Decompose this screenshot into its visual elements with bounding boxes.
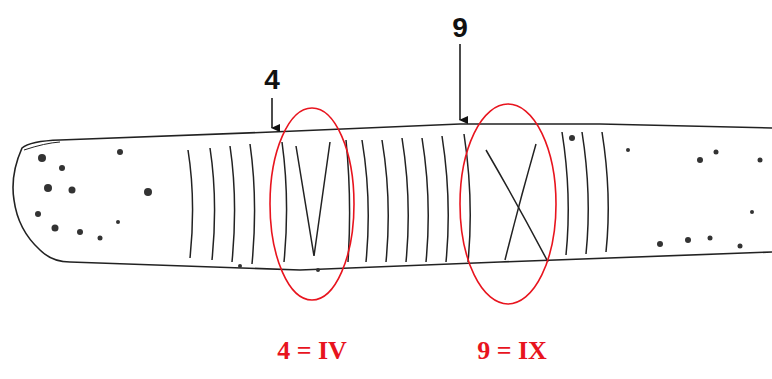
numeral-equation: 9 = IX xyxy=(477,338,547,364)
numeral-equation: 4 = IV xyxy=(277,338,347,364)
tally-notches xyxy=(188,132,608,264)
highlight-ellipse xyxy=(460,104,556,304)
pointer-arrow xyxy=(459,44,461,120)
pointer-arrow xyxy=(271,98,273,128)
callout-number: 4 xyxy=(264,66,280,94)
highlight-ellipse xyxy=(270,108,354,300)
bone-outline xyxy=(13,124,772,270)
callout-number: 9 xyxy=(452,14,468,42)
bone-specks xyxy=(35,135,763,272)
